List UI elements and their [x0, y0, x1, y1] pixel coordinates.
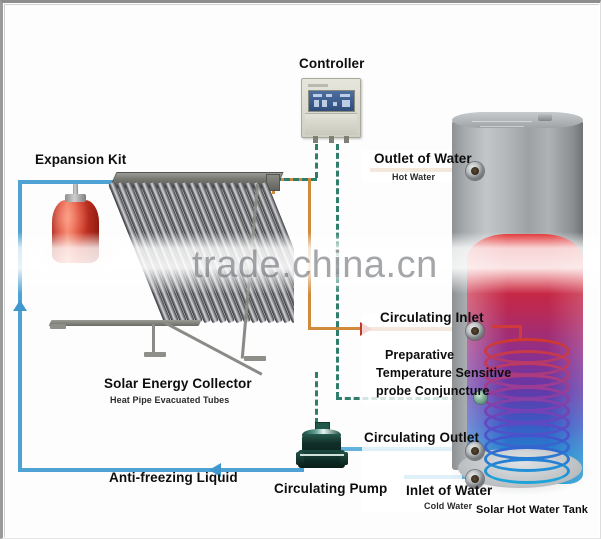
nozzle-inlet-cold-water	[466, 470, 484, 488]
circulating-pump[interactable]	[296, 422, 348, 472]
nozzle-temperature-probe	[474, 391, 487, 404]
sensor-wire-collector-vertical	[315, 144, 318, 178]
label-solar-collector: Solar Energy Collector	[104, 376, 252, 391]
coil-inlet-stem	[492, 325, 522, 328]
label-probe-line3: probe Conjuncture	[376, 384, 490, 398]
coil-heat-exchanger	[484, 325, 570, 484]
controller-body	[301, 78, 361, 138]
controller-foot-mid	[329, 136, 334, 143]
sensor-wire-collector-horizontal	[275, 178, 317, 181]
pump-motor-body	[302, 434, 341, 455]
collector-bottom-rail	[48, 320, 202, 326]
label-outlet-of-water: Outlet of Water	[374, 151, 472, 166]
tank-top-ridge-2	[480, 126, 524, 127]
label-backdrop-lower	[362, 440, 462, 512]
label-anti-freezing-liquid: Anti-freezing Liquid	[109, 470, 238, 485]
controller-lower-face	[305, 113, 357, 135]
pipe-antifreeze-bottom	[18, 468, 304, 472]
collector-foot-left	[50, 324, 66, 329]
label-probe-line1: Preparative	[385, 348, 455, 362]
label-backdrop-upper	[362, 150, 458, 182]
pump-shaft-line	[300, 454, 344, 456]
diagram-canvas: Expansion Kit	[4, 4, 599, 537]
controller-display	[308, 90, 355, 112]
label-expansion-kit: Expansion Kit	[35, 152, 127, 167]
nozzle-outlet-hot-water	[466, 162, 484, 180]
controller-foot-left	[313, 136, 318, 143]
pump-flange-left	[296, 452, 304, 465]
collector-leg-front	[152, 324, 155, 354]
label-probe-line2: Temperature Sensitive	[376, 366, 512, 380]
nozzle-circulating-outlet	[466, 442, 484, 460]
label-circulating-inlet: Circulating Inlet	[380, 310, 484, 325]
tank-top-nozzle	[538, 114, 552, 121]
controller-brand-strip	[308, 84, 328, 87]
label-circulating-outlet: Circulating Outlet	[364, 430, 480, 445]
label-outlet-of-water-sub: Hot Water	[392, 172, 436, 182]
nozzle-circulating-inlet	[466, 322, 484, 340]
solar-energy-collector	[44, 172, 294, 376]
controller-foot-right	[344, 136, 349, 143]
sensor-wire-tank-vertical	[336, 144, 339, 398]
sensor-wire-pump-vertical	[315, 372, 318, 424]
pipe-antifreeze-top	[18, 180, 135, 184]
expansion-kit-neck	[73, 184, 78, 196]
collector-foot-right	[244, 356, 266, 361]
arrow-antifreeze-return	[209, 463, 221, 477]
label-controller: Controller	[299, 56, 365, 71]
coil-inlet-bend	[519, 325, 522, 341]
tank-top-ridge-1	[472, 121, 532, 122]
expansion-kit-collar	[65, 194, 86, 202]
pipe-antifreeze-left-riser	[18, 180, 22, 472]
label-circulating-pump: Circulating Pump	[274, 481, 388, 496]
pump-housing	[298, 450, 345, 468]
label-inlet-of-water: Inlet of Water	[406, 483, 493, 498]
pump-flange-right	[340, 452, 348, 465]
label-solar-collector-sub: Heat Pipe Evacuated Tubes	[110, 395, 230, 405]
label-solar-hot-water-tank: Solar Hot Water Tank	[476, 504, 589, 516]
label-inlet-of-water-sub: Cold Water	[424, 501, 473, 511]
arrow-antifreeze-rise	[13, 300, 27, 311]
controller[interactable]	[301, 78, 361, 144]
collector-foot-mid	[144, 352, 166, 357]
pipe-hot-vertical	[308, 178, 311, 330]
label-backdrop-mid	[362, 314, 462, 404]
